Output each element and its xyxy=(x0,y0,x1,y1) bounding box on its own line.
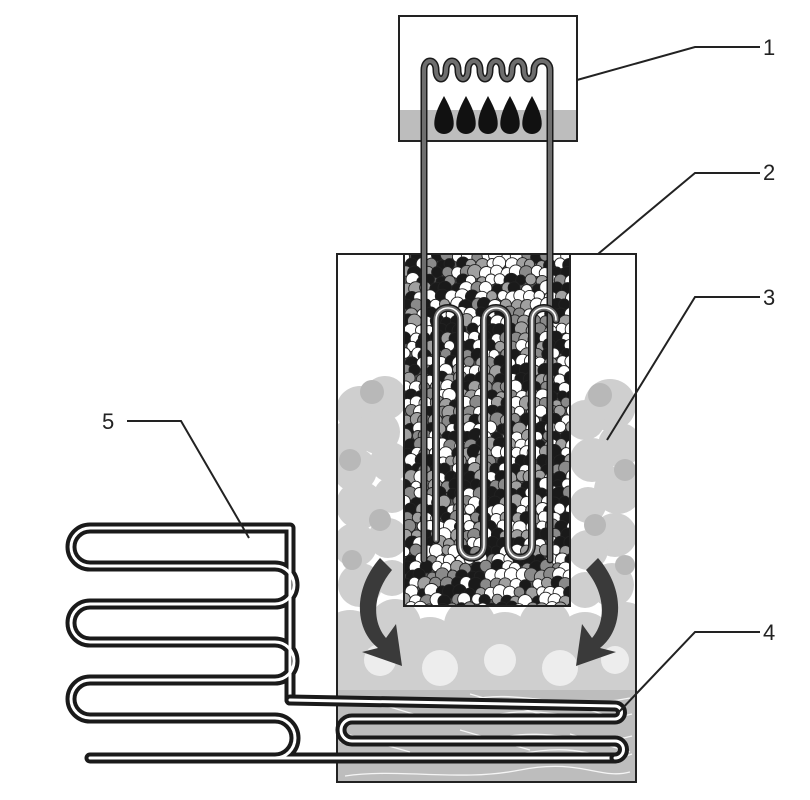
leader-4 xyxy=(617,631,760,714)
flow-arrows xyxy=(359,558,619,666)
vapor-clouds xyxy=(337,376,636,690)
arrow-down-right-icon xyxy=(576,558,619,666)
leader-2 xyxy=(597,172,760,255)
callout-1: 1 xyxy=(763,35,775,60)
callout-2: 2 xyxy=(763,160,775,185)
leader-5 xyxy=(127,420,250,539)
leader-lines xyxy=(127,46,760,714)
condenser-coil xyxy=(65,522,629,764)
callout-5: 5 xyxy=(102,409,114,434)
leader-1 xyxy=(576,46,760,81)
heater-frame xyxy=(398,15,578,142)
arrow-down-left-icon xyxy=(359,558,402,666)
callout-3: 3 xyxy=(763,285,775,310)
heating-tube xyxy=(420,57,560,564)
flame-icon xyxy=(434,96,542,134)
leader-3 xyxy=(606,296,760,441)
callout-4: 4 xyxy=(763,620,775,645)
